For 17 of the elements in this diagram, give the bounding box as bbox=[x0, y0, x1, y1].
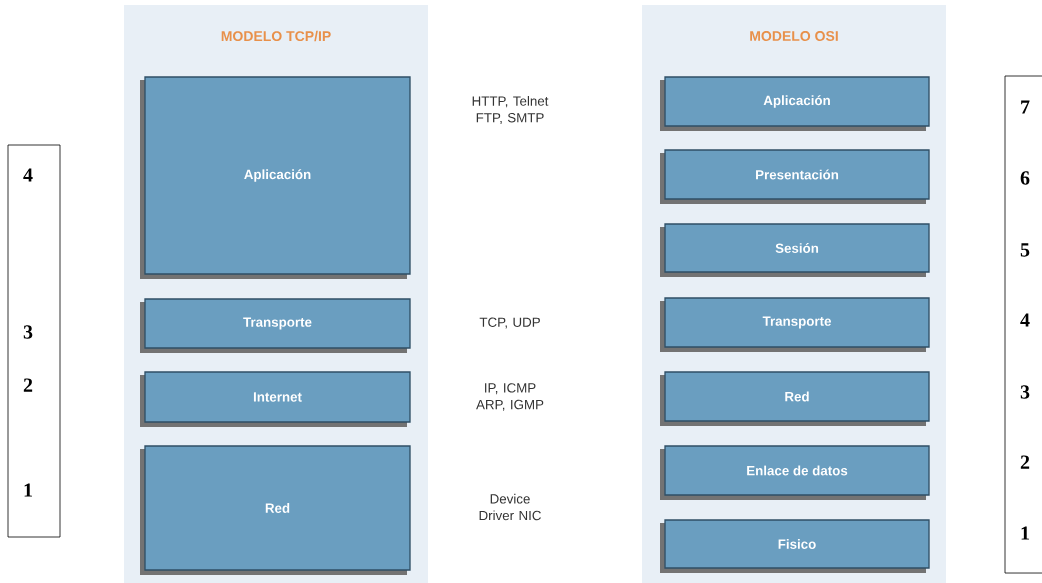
protocol-text: Device Driver NIC bbox=[479, 493, 541, 521]
layer-box: Presentación bbox=[660, 149, 930, 204]
layer-box: Enlace de datos bbox=[660, 445, 930, 500]
layer-box: Transporte bbox=[140, 298, 411, 353]
layer-box: Red bbox=[140, 445, 411, 575]
layer-number-box: 7 6 5 4 3 2 1 bbox=[1004, 75, 1042, 574]
layer-box: Fisico bbox=[660, 519, 930, 573]
layer-box: Red bbox=[660, 371, 930, 426]
layer-box: Internet bbox=[140, 371, 411, 427]
layer-box: Transporte bbox=[660, 297, 930, 352]
protocol-text: HTTP, Telnet FTP, SMTP bbox=[472, 96, 549, 125]
layer-box: Aplicación bbox=[660, 76, 930, 131]
layer-number-box: 4 3 2 1 bbox=[7, 144, 61, 538]
layer-box: Sesión bbox=[660, 223, 930, 277]
protocol-text: TCP, UDP bbox=[479, 317, 540, 329]
protocol-text: IP, ICMP ARP, IGMP bbox=[476, 383, 544, 411]
layer-box: Aplicación bbox=[140, 76, 411, 279]
